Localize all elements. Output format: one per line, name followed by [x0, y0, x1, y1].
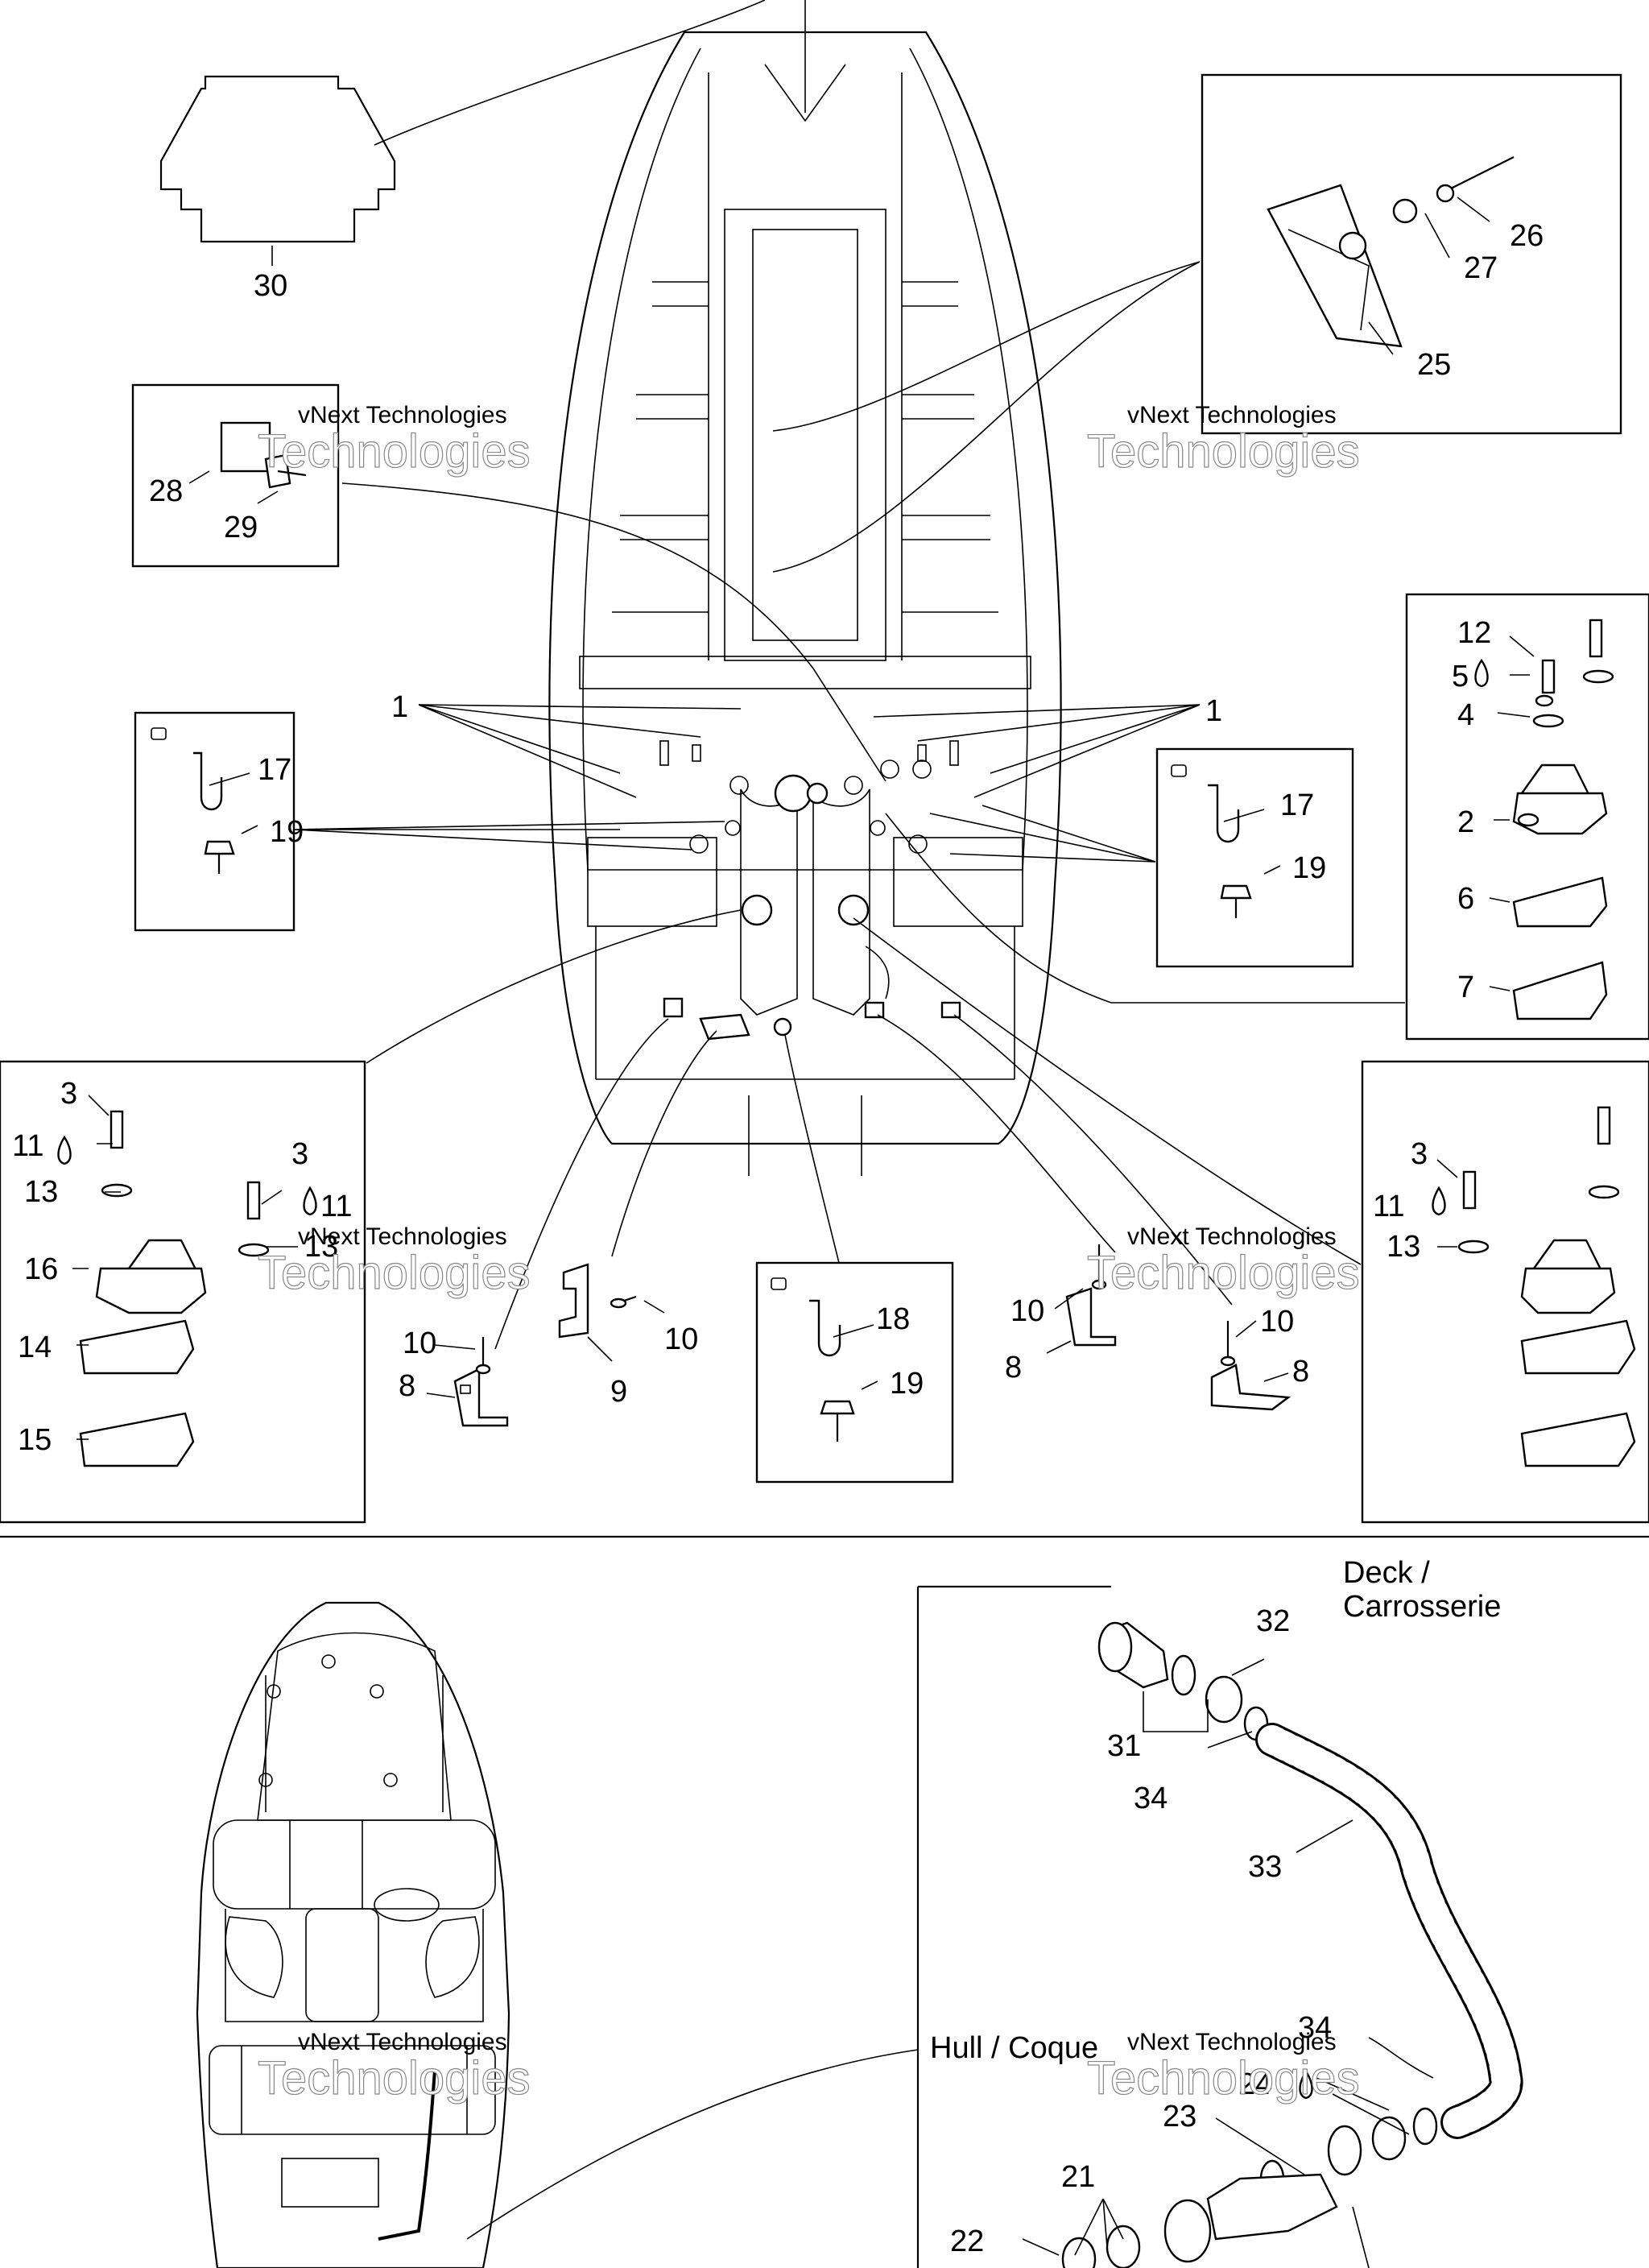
callout-34-b: 34 — [1298, 2011, 1332, 2045]
callout-19-right: 19 — [1292, 851, 1326, 885]
callout-9: 9 — [610, 1375, 627, 1409]
callout-1-left: 1 — [391, 690, 408, 724]
watermark-outline: Technologies — [258, 2052, 531, 2105]
callout-22: 22 — [950, 2225, 984, 2258]
callout-19-center: 19 — [890, 1367, 924, 1401]
callout-7: 7 — [1457, 971, 1474, 1004]
callout-3-left-b: 3 — [291, 1137, 308, 1171]
callout-10-c: 10 — [1010, 1294, 1044, 1328]
callout-13-right: 13 — [1387, 1230, 1420, 1264]
callout-10-b: 10 — [664, 1322, 698, 1356]
detail-box-25-27: 26 27 25 — [1201, 73, 1622, 435]
callout-1-right: 1 — [1205, 694, 1222, 728]
callout-30: 30 — [254, 269, 287, 303]
boat-overview — [196, 1601, 919, 2268]
callout-28: 28 — [149, 474, 183, 508]
watermark-text: vNext Technologies — [1127, 1223, 1337, 1250]
callout-10-d: 10 — [1260, 1305, 1294, 1339]
callout-8-b: 8 — [1005, 1351, 1022, 1384]
part-30-mat: 30 — [159, 75, 396, 303]
detail-box-17-19-left: 17 19 — [134, 711, 304, 932]
watermarks: vNext Technologies vNext Technologies vN… — [257, 402, 1360, 2105]
callout-13-left-b: 13 — [304, 1230, 338, 1264]
callout-8-c: 8 — [1292, 1355, 1309, 1389]
callout-31: 31 — [1107, 1729, 1141, 1763]
callout-27: 27 — [1464, 251, 1498, 285]
deck-top-view — [548, 31, 1062, 1176]
callout-18: 18 — [876, 1302, 910, 1336]
watermark-text: vNext Technologies — [298, 1223, 507, 1250]
callout-26: 26 — [1510, 219, 1544, 253]
callout-8-a: 8 — [399, 1369, 415, 1403]
hull-label: Hull / Coque — [930, 2031, 1098, 2065]
leader-lines — [293, 0, 1405, 1350]
callout-13-left-a: 13 — [24, 1175, 58, 1209]
watermark-outline: Technologies — [258, 425, 531, 478]
watermark-text: vNext Technologies — [1127, 402, 1337, 428]
callout-2: 2 — [1457, 805, 1474, 839]
drop-icon — [57, 1135, 72, 1165]
callout-3-right: 3 — [1411, 1137, 1428, 1171]
callout-21: 21 — [1061, 2160, 1095, 2194]
deck-label-fr: Carrosserie — [1343, 1590, 1501, 1624]
watermark-outline: Technologies — [1087, 425, 1360, 478]
callout-23: 23 — [1163, 2100, 1196, 2133]
callout-10-a: 10 — [403, 1326, 436, 1360]
callout-33: 33 — [1248, 1850, 1282, 1884]
callout-12: 12 — [1457, 616, 1491, 650]
detail-box-mount-top-right: 12 5 4 2 6 7 — [1405, 593, 1649, 1041]
callout-14: 14 — [18, 1331, 52, 1364]
callout-17-right: 17 — [1280, 788, 1314, 822]
callout-15: 15 — [18, 1423, 52, 1457]
callout-24: 24 — [1238, 2067, 1272, 2101]
brackets-8-9-10: 10 8 10 9 10 8 10 8 — [399, 1244, 1309, 1427]
callout-32: 32 — [1256, 1604, 1290, 1638]
watermark-text: vNext Technologies — [298, 2029, 507, 2055]
drop-icon — [1299, 2069, 1313, 2100]
watermark-outline: Technologies — [1087, 2052, 1360, 2105]
callout-11-left-a: 11 — [12, 1129, 43, 1163]
callout-11-right: 11 — [1373, 1190, 1404, 1223]
callout-3-left-a: 3 — [60, 1077, 77, 1111]
callout-16: 16 — [24, 1252, 58, 1286]
drop-icon — [1432, 1186, 1446, 1216]
detail-box-17-19-right: 17 19 — [1155, 747, 1354, 968]
deck-label: Deck / — [1343, 1556, 1430, 1590]
detail-box-mount-bottom-right: 3 11 13 — [1361, 1060, 1649, 1524]
callout-25: 25 — [1417, 348, 1451, 382]
drop-icon — [1474, 658, 1489, 688]
callout-34-a: 34 — [1134, 1782, 1168, 1815]
callout-6: 6 — [1457, 882, 1474, 916]
callout-4: 4 — [1457, 698, 1474, 732]
watermark-outline: Technologies — [258, 1247, 531, 1299]
callout-29: 29 — [224, 511, 258, 544]
callout-17-left: 17 — [258, 753, 291, 787]
drop-icon — [303, 1186, 317, 1216]
watermark-text: vNext Technologies — [298, 402, 507, 428]
callout-11-left-b: 11 — [320, 1190, 352, 1223]
watermark-text: vNext Technologies — [1127, 2029, 1337, 2055]
vent-hose-detail — [916, 1585, 1523, 2268]
detail-box-mount-bottom-left: 3 11 13 3 11 13 16 14 15 — [0, 1060, 366, 1524]
callout-19-left: 19 — [270, 815, 304, 849]
detail-box-18-19: 18 19 — [755, 1261, 954, 1484]
callout-5: 5 — [1452, 660, 1469, 693]
detail-box-28-29: 28 29 — [131, 383, 340, 568]
watermark-outline: Technologies — [1087, 1247, 1360, 1299]
